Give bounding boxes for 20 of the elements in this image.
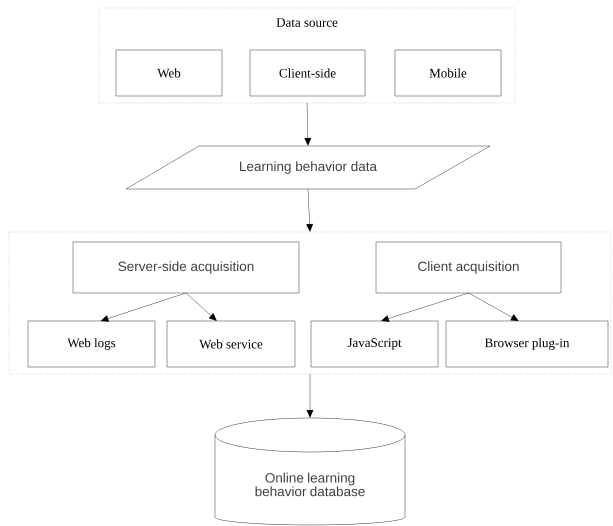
process-box: Browser plug-in xyxy=(446,320,608,368)
arrow xyxy=(306,188,314,232)
arrow xyxy=(186,292,217,321)
process-box: Web xyxy=(116,50,222,96)
arrow xyxy=(100,292,186,322)
database-cylinder: Online learning behavior database xyxy=(214,418,406,526)
process-box: Web logs xyxy=(28,320,156,368)
data-parallelogram: Learning behavior data xyxy=(126,146,490,190)
arrow xyxy=(468,292,519,321)
arrow xyxy=(381,292,469,322)
arrow xyxy=(304,102,312,146)
process-box: Mobile xyxy=(394,50,502,96)
process-box: Client-side xyxy=(250,50,366,96)
arrow xyxy=(306,374,314,418)
process-box: JavaScript xyxy=(310,320,438,368)
process-box: Server-side acquisition xyxy=(72,242,300,294)
process-box: Client acquisition xyxy=(376,242,562,294)
node-label: Online learning behavior database xyxy=(256,472,365,496)
process-box: Web service xyxy=(166,320,296,368)
group-frame xyxy=(8,232,612,374)
